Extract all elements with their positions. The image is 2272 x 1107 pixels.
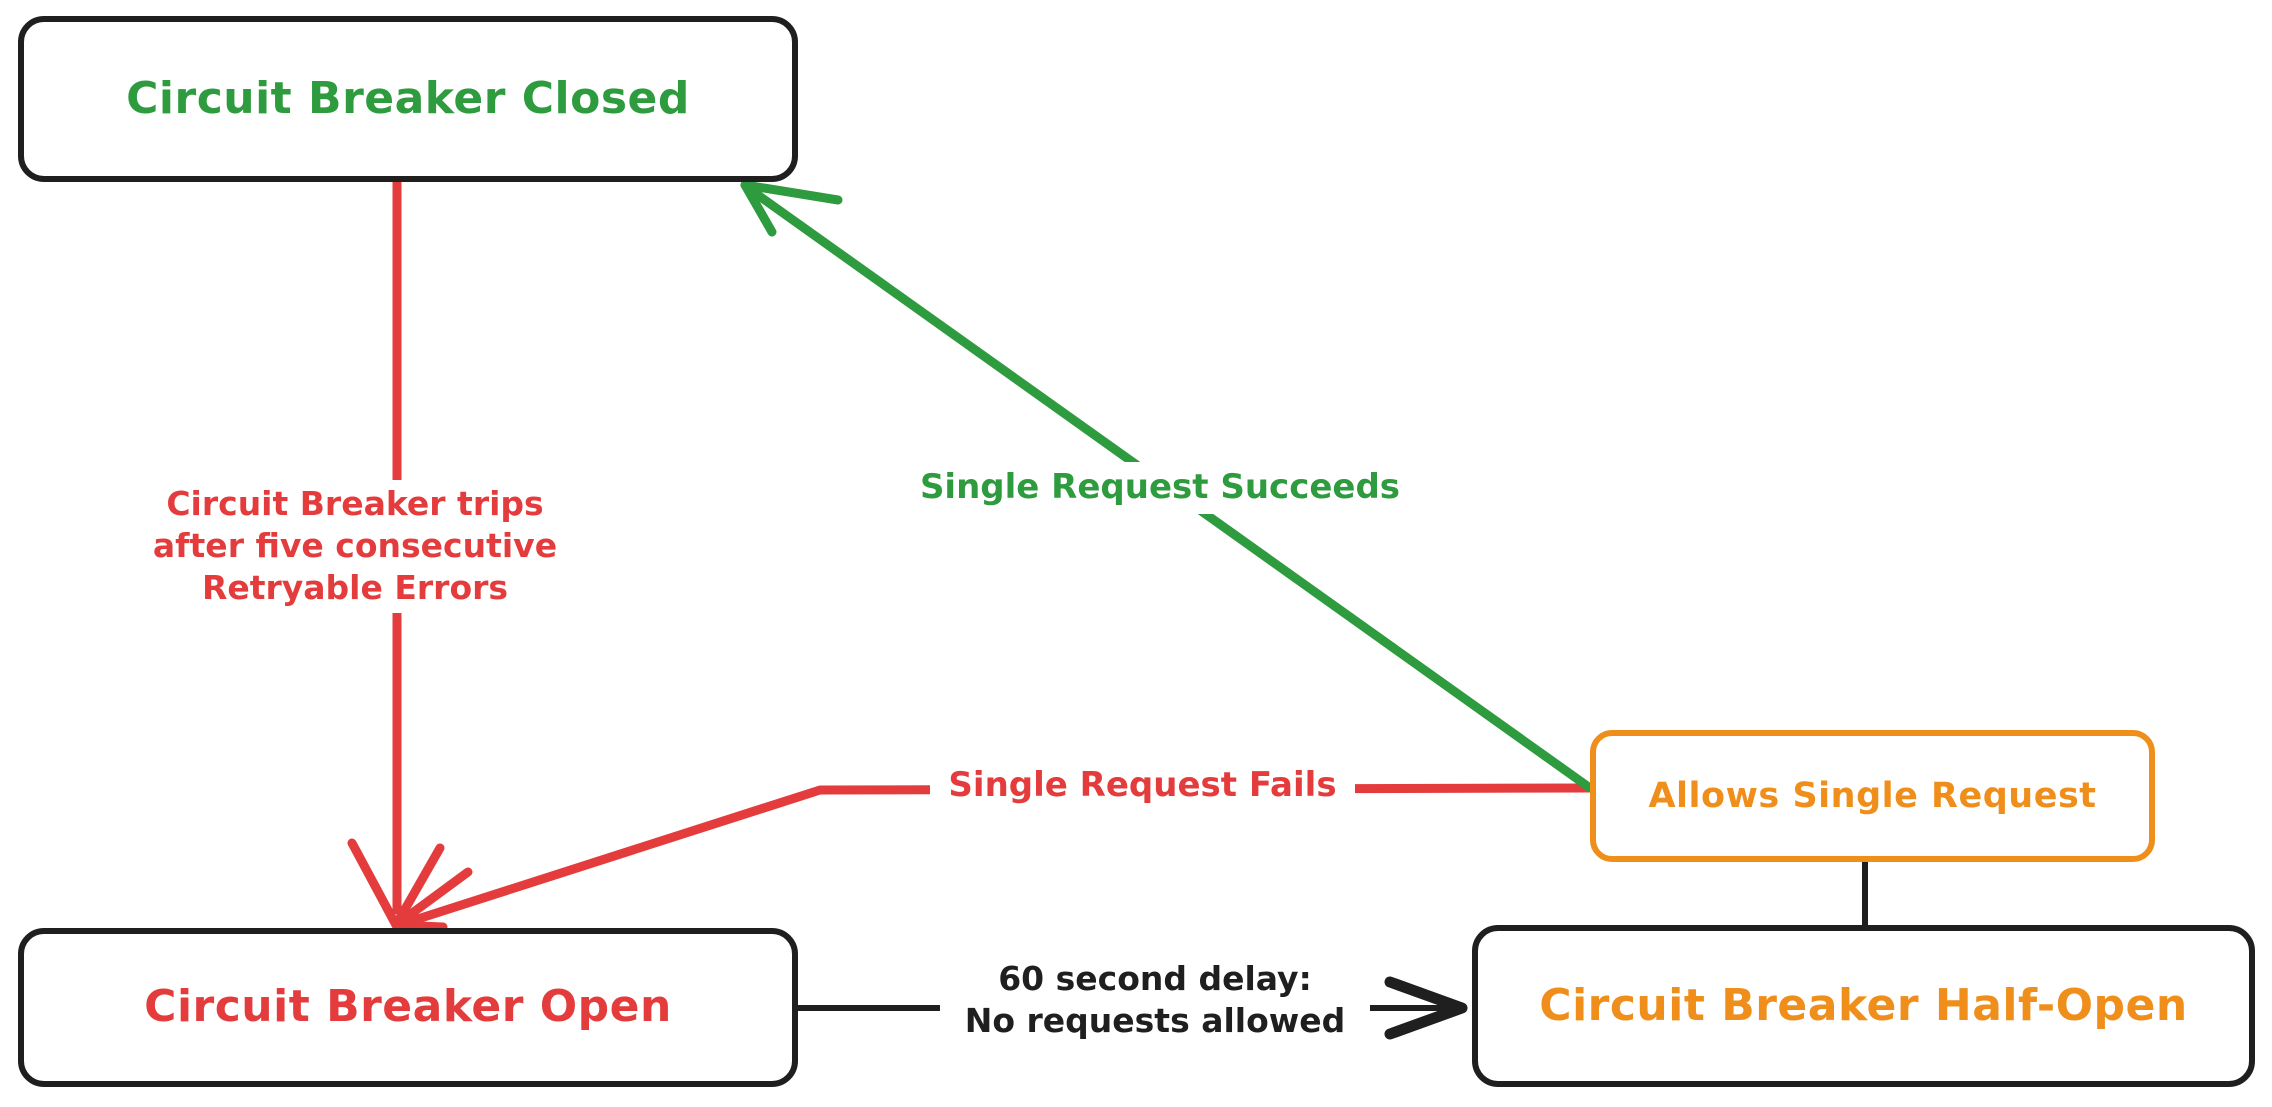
node-allows-single-request[interactable]: Allows Single Request	[1590, 730, 2155, 862]
node-circuit-breaker-closed[interactable]: Circuit Breaker Closed	[18, 16, 798, 182]
edge-label-open-to-halfopen: 60 second delay: No requests allowed	[940, 955, 1370, 1046]
node-circuit-breaker-half-open-label: Circuit Breaker Half-Open	[1539, 979, 2188, 1031]
node-circuit-breaker-open-label: Circuit Breaker Open	[144, 981, 672, 1033]
edge-label-closed-to-open: Circuit Breaker trips after five consecu…	[135, 480, 575, 613]
edge-label-allows-to-open: Single Request Fails	[930, 760, 1355, 812]
node-circuit-breaker-half-open[interactable]: Circuit Breaker Half-Open	[1472, 925, 2255, 1087]
node-allows-single-request-label: Allows Single Request	[1648, 775, 2097, 816]
node-circuit-breaker-closed-label: Circuit Breaker Closed	[126, 72, 690, 124]
edge-label-allows-to-closed: Single Request Succeeds	[880, 462, 1440, 514]
node-circuit-breaker-open[interactable]: Circuit Breaker Open	[18, 928, 798, 1087]
